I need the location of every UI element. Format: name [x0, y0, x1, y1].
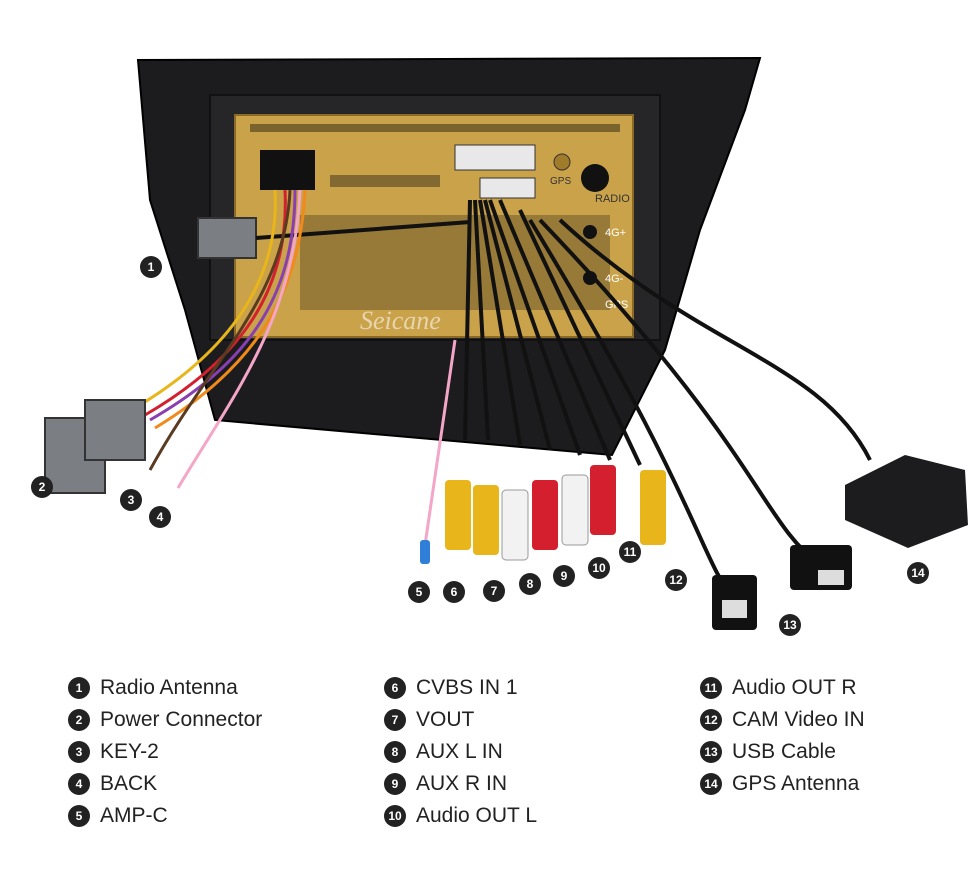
legend-item: 1 Radio Antenna	[68, 672, 262, 704]
gps-antenna-puck	[845, 455, 968, 548]
legend-item: 3 KEY-2	[68, 736, 262, 768]
legend-number: 12	[700, 709, 722, 731]
callout-7: 7	[491, 584, 498, 598]
legend-item: 13 USB Cable	[700, 736, 865, 768]
legend-label: CVBS IN 1	[416, 676, 518, 699]
legend-item: 5 AMP-C	[68, 800, 262, 832]
callout-8: 8	[527, 577, 534, 591]
legend-number: 1	[68, 677, 90, 699]
legend-number: 9	[384, 773, 406, 795]
legend-number: 6	[384, 677, 406, 699]
callout-3: 3	[128, 493, 135, 507]
legend-column-2: 6 CVBS IN 1 7 VOUT 8 AUX L IN 9 AUX R IN 10 A…	[384, 672, 537, 832]
legend-item: 9 AUX R IN	[384, 768, 537, 800]
power-socket	[260, 150, 315, 190]
legend-label: VOUT	[416, 708, 475, 731]
callout-5: 5	[416, 585, 423, 599]
legend-column-3: 11 Audio OUT R 12 CAM Video IN 13 USB Cable…	[700, 672, 865, 800]
power-harness-wires	[139, 189, 307, 489]
legend-item: 4 BACK	[68, 768, 262, 800]
legend-item: 11 Audio OUT R	[700, 672, 865, 704]
rca-plugs	[445, 465, 666, 561]
legend-label: Power Connector	[100, 708, 263, 731]
legend-item: 7 VOUT	[384, 704, 537, 736]
legend-label: GPS Antenna	[732, 772, 860, 795]
radio-label: RADIO	[595, 193, 630, 205]
callout-2: 2	[39, 480, 46, 494]
port-4g-minus	[583, 271, 597, 285]
legend-item: 12 CAM Video IN	[700, 704, 865, 736]
legend-number: 2	[68, 709, 90, 731]
usb-plugs	[712, 545, 852, 630]
legend-item: 8 AUX L IN	[384, 736, 537, 768]
callout-4: 4	[157, 510, 164, 524]
watermark: Seicane	[360, 306, 441, 335]
legend-number: 8	[384, 741, 406, 763]
legend-number: 7	[384, 709, 406, 731]
callout-1: 1	[148, 260, 155, 274]
legend-number: 10	[384, 805, 406, 827]
port-4g-minus-label: 4G-	[605, 273, 624, 285]
callout-6: 6	[451, 585, 458, 599]
radio-antenna-plug	[197, 217, 257, 259]
port-4g-plus-label: 4G+	[605, 227, 626, 239]
legend-item: 10 Audio OUT L	[384, 800, 537, 832]
radio-socket	[581, 164, 609, 192]
wiring-photo: GPS RADIO 4G+ 4G- GPS	[31, 56, 968, 636]
legend-label: Radio Antenna	[100, 676, 238, 699]
harness-socket-bottom	[479, 177, 536, 199]
legend-number: 11	[700, 677, 722, 699]
legend-label: CAM Video IN	[732, 708, 865, 731]
legend-item: 14 GPS Antenna	[700, 768, 865, 800]
callout-10: 10	[592, 561, 606, 575]
legend-item: 6 CVBS IN 1	[384, 672, 537, 704]
callout-12: 12	[669, 573, 683, 587]
legend-column-1: 1 Radio Antenna 2 Power Connector 3 KEY-2 4…	[68, 672, 262, 832]
callout-13: 13	[783, 618, 797, 632]
legend-item: 2 Power Connector	[68, 704, 262, 736]
legend-label: BACK	[100, 772, 158, 795]
gps-label: GPS	[550, 176, 571, 187]
power-connector	[44, 399, 146, 494]
legend-label: KEY-2	[100, 740, 159, 763]
callout-9: 9	[561, 569, 568, 583]
legend-number: 4	[68, 773, 90, 795]
legend-label: AUX L IN	[416, 740, 503, 763]
port-4g-plus	[583, 225, 597, 239]
legend-label: USB Cable	[732, 740, 836, 763]
harness-socket-top	[454, 144, 536, 171]
legend-label: AMP-C	[100, 804, 168, 827]
legend-number: 14	[700, 773, 722, 795]
legend-number: 5	[68, 805, 90, 827]
legend-label: Audio OUT L	[416, 804, 538, 827]
callout-11: 11	[624, 545, 637, 559]
legend-number: 13	[700, 741, 722, 763]
legend-number: 3	[68, 741, 90, 763]
legend-label: Audio OUT R	[732, 676, 857, 699]
legend-label: AUX R IN	[416, 772, 508, 795]
gps-socket	[553, 153, 571, 171]
callout-14: 14	[911, 566, 925, 580]
